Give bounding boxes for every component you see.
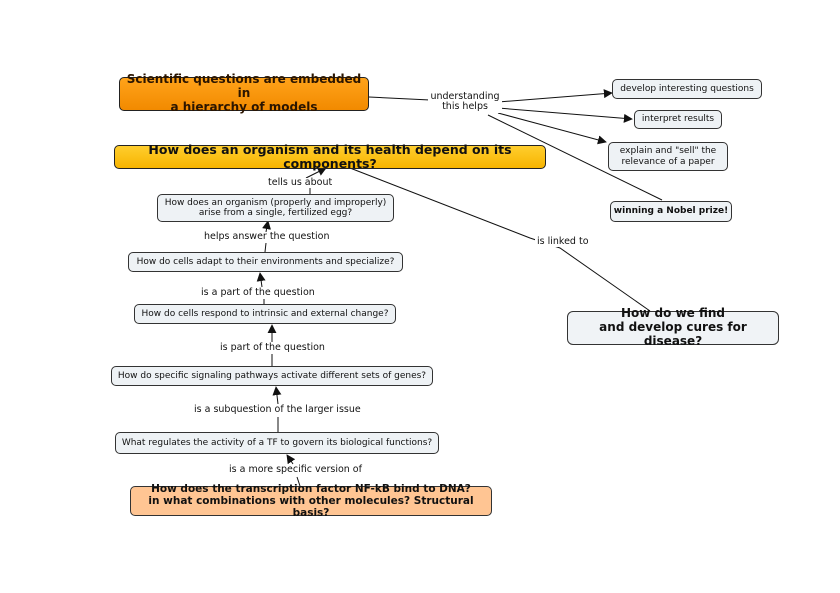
explain-sell-node[interactable]: explain and "sell" the relevance of a pa… <box>608 142 728 171</box>
more-specific-label: is a more specific version of <box>227 464 364 476</box>
link-to-develop-questions <box>497 89 613 103</box>
link-to-interpret-results <box>497 107 633 123</box>
link-tells-us-about <box>305 167 327 179</box>
interpret-results-node[interactable]: interpret results <box>634 110 722 129</box>
organism-health-question[interactable]: How does an organism and its health depe… <box>114 142 546 171</box>
helps-answer-label: helps answer the question <box>202 231 332 243</box>
is-part-of-label: is part of the question <box>218 342 327 354</box>
link-to-explain-sell <box>497 112 607 145</box>
subquestion-label: is a subquestion of the larger issue <box>192 404 363 416</box>
link-organism-cures <box>349 167 651 312</box>
develop-questions-node[interactable]: develop interesting questions <box>612 79 762 99</box>
link-to-nobel <box>487 114 663 201</box>
link-nfkb-up <box>296 476 301 487</box>
link-subquestion <box>272 386 282 405</box>
nfkb-question[interactable]: How does the transcription factor NF-kB … <box>130 483 492 519</box>
link-root-understanding <box>368 96 431 101</box>
link-helps-answer <box>262 220 271 233</box>
link-is-a-part-of <box>256 272 266 288</box>
cells-adapt-question[interactable]: How do cells adapt to their environments… <box>128 252 403 272</box>
link-more-specific <box>286 454 296 465</box>
tf-question[interactable]: What regulates the activity of a TF to g… <box>115 432 439 454</box>
link-cells-adapt-up <box>264 242 267 253</box>
cures-node[interactable]: How do we find and develop cures for dis… <box>567 306 779 348</box>
arise-question[interactable]: How does an organism (properly and impro… <box>157 194 394 222</box>
signaling-question[interactable]: How do specific signaling pathways activ… <box>111 366 433 386</box>
cells-respond-question[interactable]: How do cells respond to intrinsic and ex… <box>134 304 396 324</box>
tells-us-about-label: tells us about <box>266 177 335 189</box>
is-a-part-of-label: is a part of the question <box>199 287 317 299</box>
understanding-label: understanding this helps <box>428 91 502 113</box>
root-concept[interactable]: Scientific questions are embedded in a h… <box>119 72 369 114</box>
linked-to-label: is linked to <box>535 236 591 248</box>
nobel-node[interactable]: winning a Nobel prize! <box>610 201 732 222</box>
